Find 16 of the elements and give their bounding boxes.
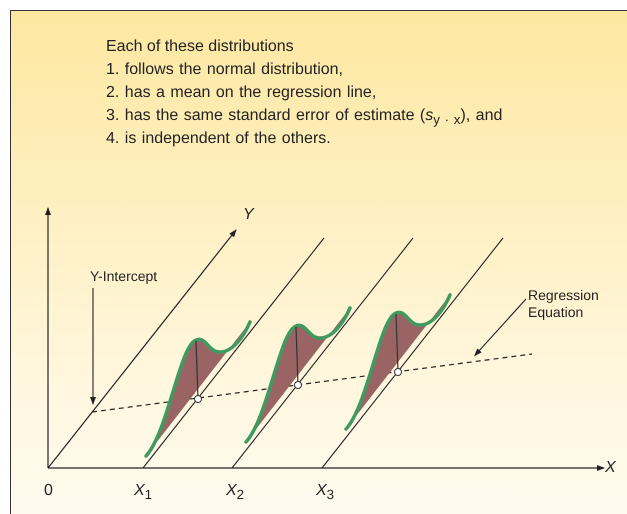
axis-label: 0 [44,482,53,500]
list-item: 1. follows the normal distribution, [106,61,343,79]
intro-text: Each of these distributions [106,38,294,56]
annotation-label: Regression Equation [528,287,618,321]
leader-arrow [474,298,526,356]
axis-label: X [605,459,616,477]
axis-label: Y [243,206,254,224]
axis-label: X$_{1}$ [134,482,152,504]
list-item: 2. has a mean on the regression line, [106,84,376,102]
axis-label: X$_{3}$ [316,482,334,504]
axis-label: X$_{2}$ [226,482,244,504]
regression-line [92,353,532,413]
list-item: 4. is independent of the others. [106,130,331,148]
leader-arrow [90,288,96,405]
annotation-label: Y-Intercept [90,268,158,285]
list-item: 3. has the same standard error of estimate (s$_{y · x}$), and [106,107,502,130]
